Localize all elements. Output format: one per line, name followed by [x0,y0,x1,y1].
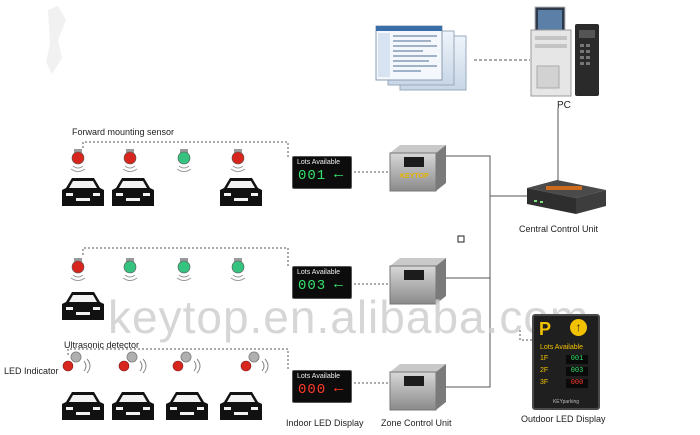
led-title: Lots Available [297,373,341,380]
sensor-bus-row-2 [82,247,289,266]
parking-sensor-icon [122,149,138,172]
floor-label: 2F [540,367,549,374]
indoor-led-display-3: Lots Available 000 ← [292,370,352,403]
parking-sensor-icon [122,258,138,281]
indoor-led-display-1: Lots Available 001 ← [292,156,352,189]
led-indicator-icon [172,351,201,374]
car-icon [62,292,104,320]
arrow-left-icon: ← [331,165,346,182]
car-icon [62,178,104,206]
sensor-bus-row-1 [82,141,289,158]
parking-sensor-icon [176,258,192,281]
parking-sensor-icon [230,149,246,172]
indoor-led-display-2: Lots Available 003 ← [292,266,352,299]
zone-control-unit-label: Zone Control Unit [381,418,452,428]
zone-control-units: KEYTOP [389,145,446,411]
central-control-unit-label: Central Control Unit [519,224,599,234]
zone-control-unit-icon [389,258,446,305]
car-icon [166,392,208,420]
car-icon [220,178,262,206]
central-control-unit-icon [527,180,606,214]
outdoor-title: Lots Available [540,344,584,351]
floor-count: 000 [566,379,588,388]
car-icon [112,178,154,206]
led-title: Lots Available [297,159,341,166]
floor-row: 1F 001 [540,355,592,364]
led-count: 001 [298,168,327,184]
parking-sensor-icon [230,258,246,281]
ultrasonic-detector-label: Ultrasonic detector [64,340,140,350]
sensor-layer [62,149,269,374]
led-count: 000 [298,382,327,398]
parking-sensor-icon [70,258,86,281]
car-layer [62,178,262,420]
led-title: Lots Available [297,269,341,276]
sensor-bus-row-3 [67,348,289,370]
floor-row: 2F 003 [540,367,592,376]
bus-to-outdoor-display [519,330,532,341]
pc-label: PC [557,100,571,111]
led-indicator-icon [240,351,269,374]
floor-count: 003 [566,367,588,376]
floor-row: 3F 000 [540,379,592,388]
forward-sensor-label: Forward mounting sensor [72,127,175,137]
indoor-led-display-label: Indoor LED Display [286,418,364,428]
zone-unit-brand: KEYTOP [400,173,429,180]
parking-sensor-icon [70,149,86,172]
car-icon [112,392,154,420]
outdoor-led-display: P ↑ Lots Available 1F 001 2F 003 3F 000 … [532,314,600,410]
arrow-up-icon: ↑ [570,319,587,336]
pc-icon [530,6,599,97]
floor-label: 3F [540,379,549,386]
bus-lines [445,59,559,388]
parking-sensor-icon [176,149,192,172]
car-icon [62,392,104,420]
junction-marker [457,235,465,243]
zone-control-unit-icon [389,364,446,411]
management-software-screens [375,25,467,91]
bus-zone-1 [445,155,491,278]
outdoor-brand: KEYparking [552,399,580,405]
car-icon [220,392,262,420]
floor-label: 1F [540,355,549,362]
zone-control-unit-icon: KEYTOP [389,145,446,192]
connection-lines [67,141,392,384]
led-indicator-icon [118,351,147,374]
led-indicator-label: LED Indicator [4,366,59,376]
led-count: 003 [298,278,327,294]
bus-zone-3 [445,278,491,388]
logo-fragment [30,0,90,80]
outdoor-led-display-label: Outdoor LED Display [521,414,606,424]
led-indicator-icon [62,351,91,374]
arrow-left-icon: ← [331,379,346,396]
arrow-left-icon: ← [331,275,346,292]
parking-p-icon: P [539,319,552,339]
floor-count: 001 [566,355,588,364]
watermark: keytop.en.alibaba.com [108,291,590,343]
